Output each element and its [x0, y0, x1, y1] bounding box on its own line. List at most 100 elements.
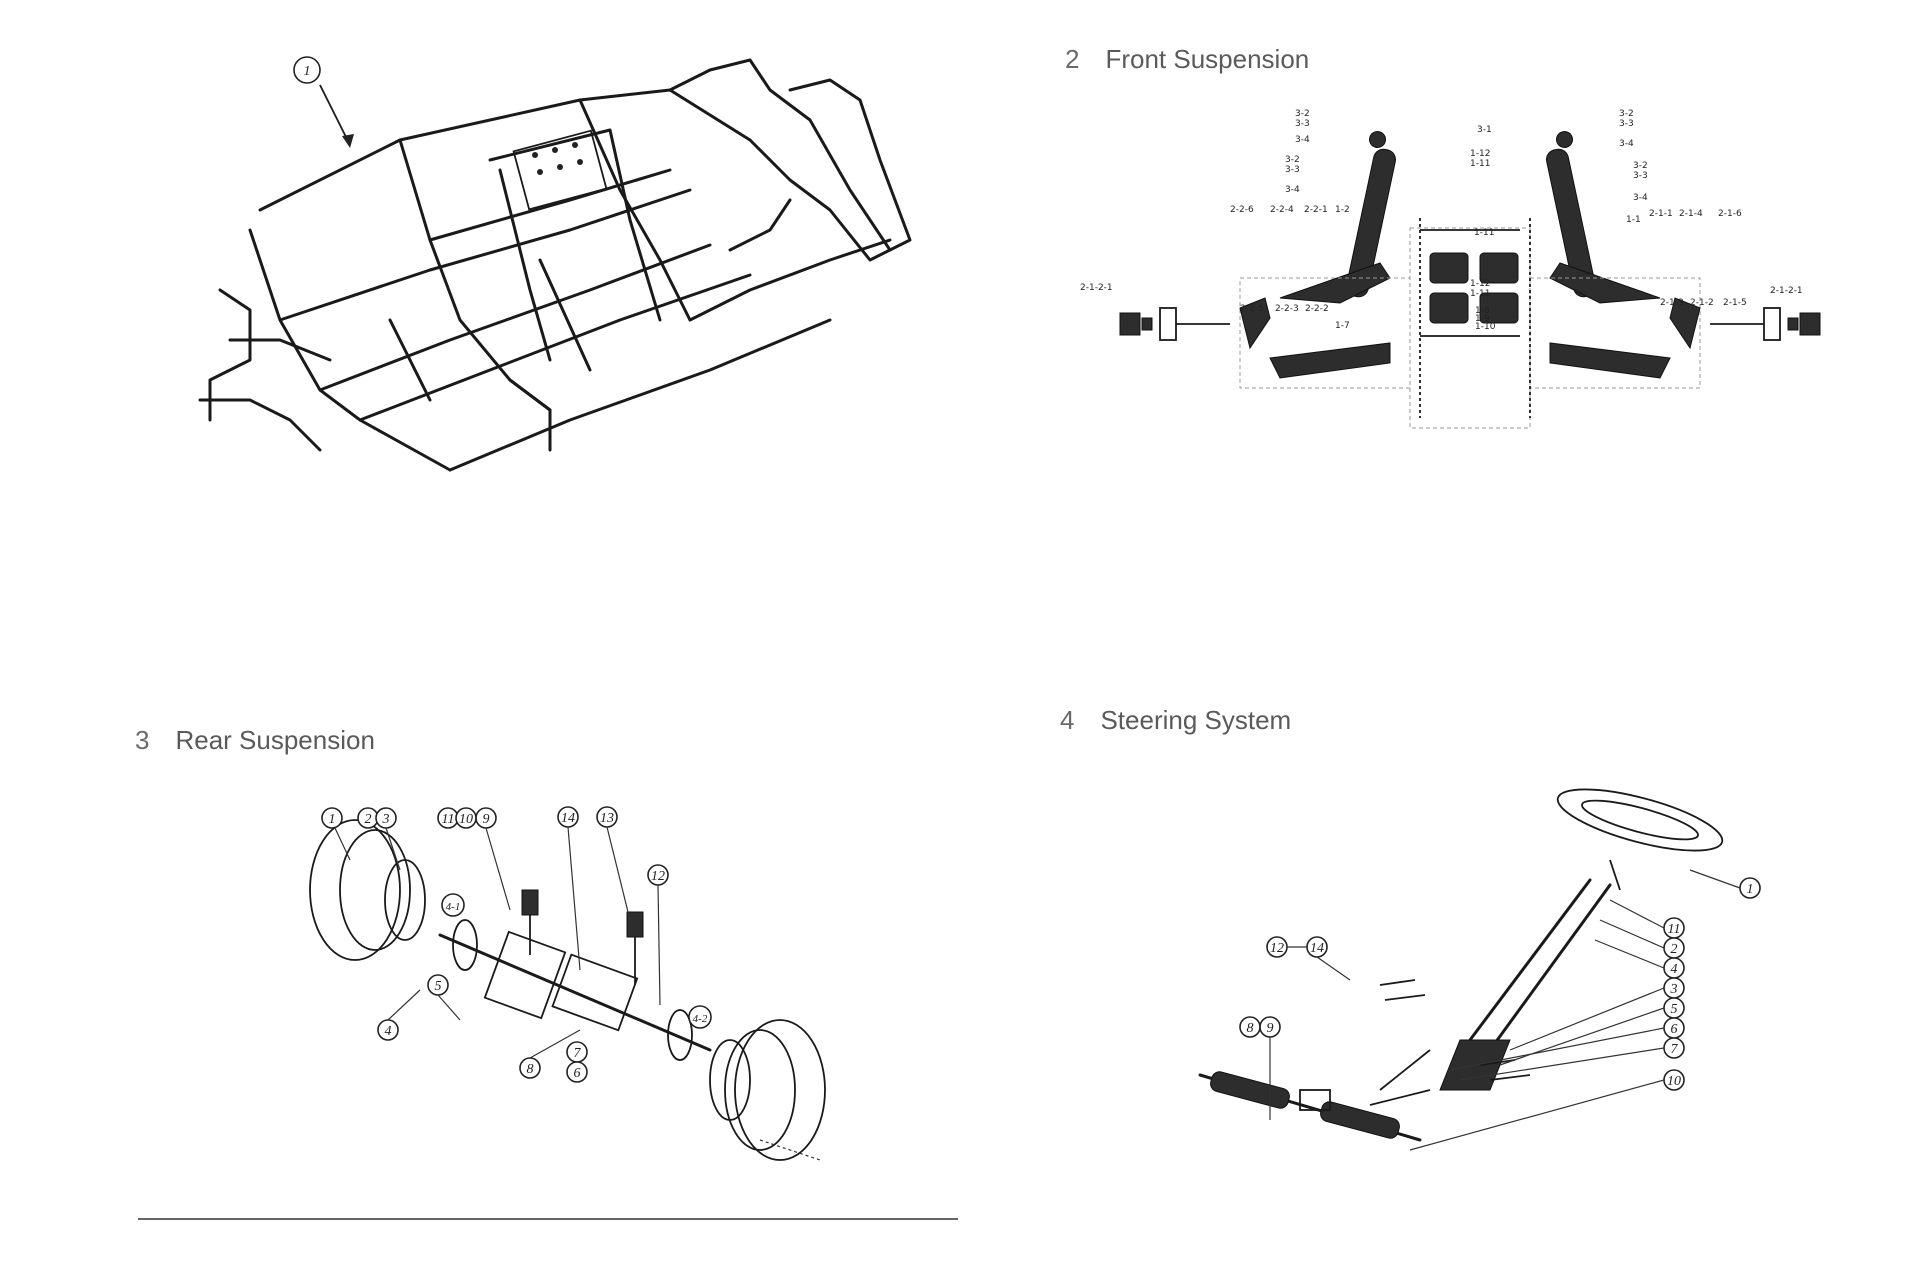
- label-3-3: 3-3: [1295, 119, 1310, 129]
- callout-7: 7: [566, 1041, 588, 1063]
- front-suspension-diagram: 3-2 3-3 3-4 3-2 3-3 3-4 3-2 3-3 3-4 3-2 …: [1080, 109, 1821, 429]
- section-number: 2: [1065, 44, 1080, 74]
- callout-4-1: 4-1: [441, 893, 465, 917]
- svg-text:2: 2: [1671, 942, 1678, 957]
- callout-1: 1: [321, 807, 343, 829]
- steering-wheel: [1556, 788, 1724, 852]
- label-3-4: 3-4: [1619, 139, 1634, 149]
- label-3-2: 3-2: [1285, 155, 1300, 165]
- svg-text:4: 4: [385, 1024, 392, 1039]
- rear-axle-assembly: [438, 889, 712, 1061]
- svg-text:5: 5: [1671, 1002, 1678, 1017]
- callout-11: 11: [437, 807, 459, 829]
- svg-text:8: 8: [527, 1062, 534, 1077]
- svg-text:3: 3: [382, 812, 390, 827]
- svg-text:1: 1: [329, 812, 336, 827]
- label-3-4: 3-4: [1295, 135, 1310, 145]
- callout-leaders: [1269, 869, 1741, 1151]
- svg-text:6: 6: [1671, 1022, 1678, 1037]
- lower-right-control-arm: [1549, 342, 1671, 379]
- label-3-3: 3-3: [1285, 165, 1300, 175]
- steering-system-header: 4 Steering System: [1060, 705, 1291, 736]
- svg-text:3: 3: [1670, 982, 1678, 997]
- mounting-bolts: [1379, 979, 1531, 1081]
- label-1-1: 1-1: [1626, 215, 1641, 225]
- label-2-1-5: 2-1-5: [1723, 298, 1747, 308]
- label-2-2-1: 2-2-1: [1304, 205, 1328, 215]
- callout-12: 12: [1266, 936, 1288, 958]
- front-suspension-header: 2 Front Suspension: [1065, 44, 1309, 75]
- svg-text:7: 7: [1671, 1042, 1679, 1057]
- svg-text:7: 7: [574, 1046, 582, 1061]
- svg-text:4-2: 4-2: [693, 1013, 708, 1025]
- callout-leaders: [334, 826, 661, 1059]
- callout-6: 6: [566, 1061, 588, 1083]
- callout-4: 4: [377, 1019, 399, 1041]
- label-2-2-2: 2-2-2: [1305, 304, 1329, 314]
- callout-2: 2: [357, 807, 379, 829]
- label-1-11: 1-11: [1474, 228, 1494, 238]
- rear-left-wheel: [309, 819, 426, 961]
- callout-8: 8: [1239, 1016, 1261, 1038]
- label-1-8: 1-8: [1475, 306, 1490, 316]
- svg-text:11: 11: [1668, 922, 1681, 937]
- svg-text:4-1: 4-1: [446, 901, 461, 913]
- label-2-1-4: 2-1-4: [1679, 209, 1703, 219]
- callout-6: 6: [1663, 1017, 1685, 1039]
- label-3-3: 3-3: [1633, 171, 1648, 181]
- callout-2: 2: [1663, 937, 1685, 959]
- rear-suspension-header: 3 Rear Suspension: [135, 725, 375, 756]
- center-mount-plates: [1429, 252, 1519, 324]
- label-2-1-1: 2-1-1: [1649, 209, 1673, 219]
- callout-4: 4: [1663, 957, 1685, 979]
- callout-5: 5: [1663, 997, 1685, 1019]
- label-3-4: 3-4: [1285, 185, 1300, 195]
- svg-text:10: 10: [1667, 1074, 1681, 1089]
- section-title: Steering System: [1100, 705, 1292, 735]
- svg-text:8: 8: [1247, 1021, 1254, 1036]
- section-number: 3: [135, 725, 150, 755]
- part-labels: 3-2 3-3 3-4 3-2 3-3 3-4 3-2 3-3 3-4 3-2 …: [1080, 109, 1803, 332]
- callout-3: 3: [1663, 977, 1685, 999]
- lower-left-control-arm: [1269, 342, 1391, 379]
- svg-text:1: 1: [1747, 882, 1754, 897]
- label-1-11: 1-11: [1470, 289, 1490, 299]
- left-shock-absorber: [1346, 131, 1396, 298]
- callout-11: 11: [1663, 917, 1685, 939]
- left-wheel-hub: [1119, 297, 1271, 350]
- section-title: Front Suspension: [1105, 44, 1310, 74]
- svg-text:14: 14: [1310, 941, 1324, 956]
- callout-12: 12: [647, 864, 669, 886]
- section-number: 4: [1060, 705, 1075, 735]
- svg-text:9: 9: [483, 812, 490, 827]
- svg-text:6: 6: [574, 1066, 581, 1081]
- label-2-1-2-1: 2-1-2-1: [1080, 283, 1113, 293]
- label-2-2-6: 2-2-6: [1230, 205, 1254, 215]
- label-1-7: 1-7: [1335, 321, 1350, 331]
- svg-text:9: 9: [1267, 1021, 1274, 1036]
- callout-13: 13: [596, 806, 618, 828]
- svg-text:2: 2: [365, 812, 372, 827]
- label-1-12: 1-12: [1470, 279, 1490, 289]
- label-1-2: 1-2: [1335, 205, 1350, 215]
- callout-14: 14: [557, 806, 579, 828]
- label-3-2: 3-2: [1295, 109, 1310, 119]
- callout-8: 8: [519, 1057, 541, 1079]
- callout-14: 14: [1306, 936, 1328, 958]
- rear-suspension-diagram: 1 2 3 11 10 9 14 13 12 4-1 5 4 7 6 8 4-2: [309, 806, 826, 1161]
- label-3-2: 3-2: [1633, 161, 1648, 171]
- callout-7: 7: [1663, 1037, 1685, 1059]
- callout-1: 1: [1739, 877, 1761, 899]
- chassis-frame-drawing: [198, 58, 912, 472]
- svg-text:11: 11: [442, 812, 455, 827]
- label-3-1: 3-1: [1477, 125, 1492, 135]
- upper-right-control-arm: [1549, 262, 1661, 304]
- callout-10: 10: [455, 807, 477, 829]
- label-2-2-4: 2-2-4: [1270, 205, 1294, 215]
- label-3-2: 3-2: [1619, 109, 1634, 119]
- callout-10: 10: [1663, 1069, 1685, 1091]
- callout-9: 9: [1259, 1016, 1281, 1038]
- rear-right-wheel: [709, 1019, 826, 1161]
- section-title: Rear Suspension: [175, 725, 375, 755]
- label-1-9: 1-9: [1475, 314, 1490, 324]
